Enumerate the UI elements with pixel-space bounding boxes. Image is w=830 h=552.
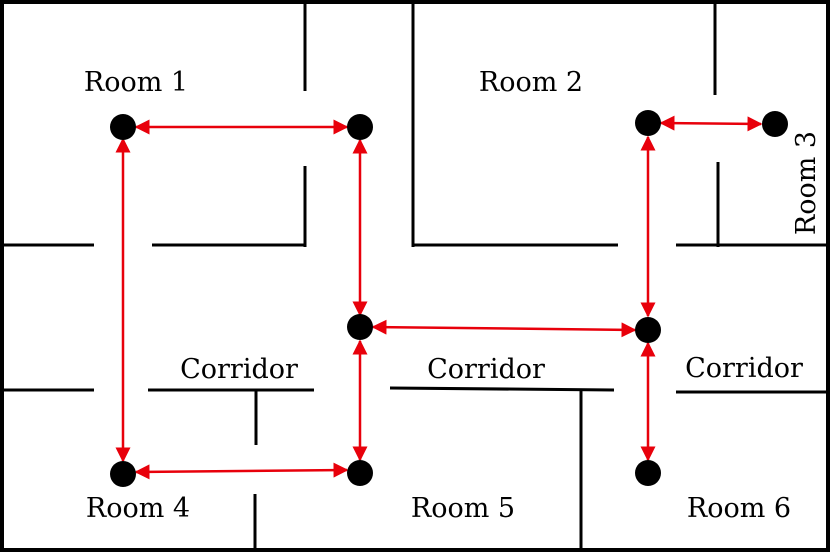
corridor-label-right: Corridor — [685, 353, 803, 384]
nodes — [110, 110, 788, 487]
room-1-node-left — [110, 114, 136, 140]
room-4-label: Room 4 — [86, 493, 190, 524]
corridor-label-middle: Corridor — [427, 354, 545, 385]
wall — [389, 386, 615, 392]
corridor-label-left: Corridor — [180, 354, 298, 385]
room-3-node — [762, 111, 788, 137]
labels: Room 1 Room 2 Room 3 Corridor Corridor C… — [84, 67, 822, 524]
corridor-node-right — [635, 317, 661, 343]
edge-corridor-middle-to-corridor-right — [371, 319, 637, 338]
room-2-node — [635, 110, 661, 136]
room-3-label: Room 3 — [791, 131, 822, 235]
room-5-label: Room 5 — [411, 493, 515, 524]
connections — [115, 115, 763, 480]
room-6-label: Room 6 — [687, 493, 791, 524]
room-4-node — [110, 461, 136, 487]
edge-room2-to-room3 — [659, 115, 763, 132]
room-1-label: Room 1 — [84, 67, 188, 98]
room-2-label: Room 2 — [479, 67, 583, 98]
room-6-node — [635, 460, 661, 486]
edge-room4-to-room5 — [134, 462, 349, 480]
room-1-node-right — [347, 114, 373, 140]
room-5-node — [347, 460, 373, 486]
corridor-node-middle — [347, 314, 373, 340]
